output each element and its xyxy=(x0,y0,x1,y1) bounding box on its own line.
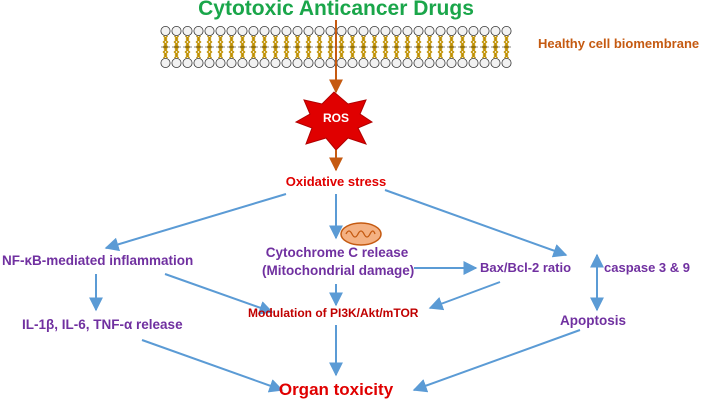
arrow-nfkb-to-pi3k xyxy=(164,273,274,315)
bax-bcl2-label: Bax/Bcl-2 ratio xyxy=(480,260,572,275)
arrow-interleukins-to-organ xyxy=(141,339,284,393)
cytochrome-release-label: Cytochrome C release (Mitochondrial dama… xyxy=(262,245,415,278)
apoptosis-label: Apoptosis xyxy=(560,313,626,328)
caspase-label: caspase 3 & 9 xyxy=(604,260,691,275)
mitochondrion-icon xyxy=(340,222,382,246)
cytochrome-line-1: Cytochrome C release xyxy=(265,245,409,260)
organ-toxicity-label: Organ toxicity xyxy=(278,380,394,399)
interleukins-label: IL-1β, IL-6, TNF-α release xyxy=(22,317,183,332)
cytochrome-line-2: (Mitochondrial damage) xyxy=(262,262,415,278)
arrow-stress-to-bax xyxy=(384,189,568,258)
arrow-apoptosis-to-organ xyxy=(412,329,581,393)
ros-label: ROS xyxy=(322,111,349,125)
nfkb-inflammation-label: NF-κB-mediated inflammation xyxy=(2,253,194,268)
arrow-stress-to-nfkb xyxy=(104,193,287,252)
oxidative-stress-label: Oxidative stress xyxy=(285,174,387,189)
arrow-bax-to-pi3k xyxy=(428,281,501,311)
membrane-label: Healthy cell biomembrane xyxy=(538,36,700,51)
diagram-title: Cytotoxic Anticancer Drugs xyxy=(198,0,474,20)
pi3k-akt-mtor-label: Modulation of PI3K/Akt/mTOR xyxy=(248,306,419,320)
